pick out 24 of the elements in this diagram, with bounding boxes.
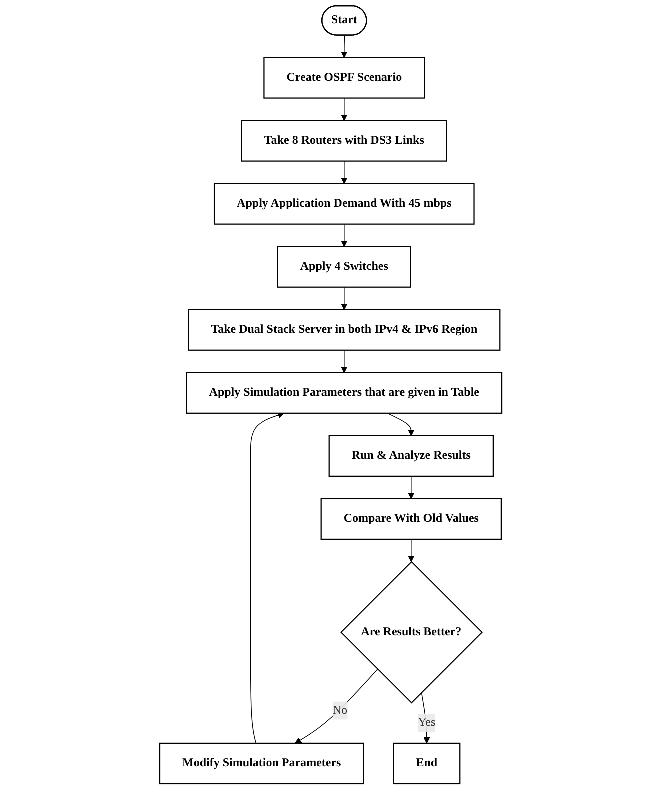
node-box: Create OSPF Scenario xyxy=(264,57,426,99)
arrow xyxy=(296,669,379,744)
arrow xyxy=(342,224,348,248)
arrow xyxy=(342,350,348,374)
node-box: Take Dual Stack Server in both IPv4 & IPv6 Region xyxy=(188,309,502,351)
node-box: End xyxy=(394,742,462,785)
node-diamond: Are Results Better? xyxy=(340,561,484,704)
node-box: Take 8 Routers with DS3 Links xyxy=(242,120,448,162)
arrow xyxy=(342,35,348,58)
arrow xyxy=(342,160,348,184)
arrow xyxy=(408,476,416,500)
node-box: Run & Analyze Results xyxy=(329,435,494,477)
arrow xyxy=(250,412,285,744)
arrow xyxy=(408,539,416,562)
arrow xyxy=(388,413,416,436)
node-box: Compare With Old Values xyxy=(321,498,502,540)
node-box: Apply Application Demand With 45 mbps xyxy=(214,183,476,225)
arrow xyxy=(342,98,348,122)
edge-label: Yes xyxy=(418,716,436,730)
edge-label: No xyxy=(333,704,348,717)
arrow xyxy=(342,287,348,310)
node-box: Apply Simulation Parameters that are given in Table xyxy=(186,372,504,414)
node-box: Modify Simulation Parameters xyxy=(160,742,365,785)
node-box: Apply 4 Switches xyxy=(278,246,412,288)
